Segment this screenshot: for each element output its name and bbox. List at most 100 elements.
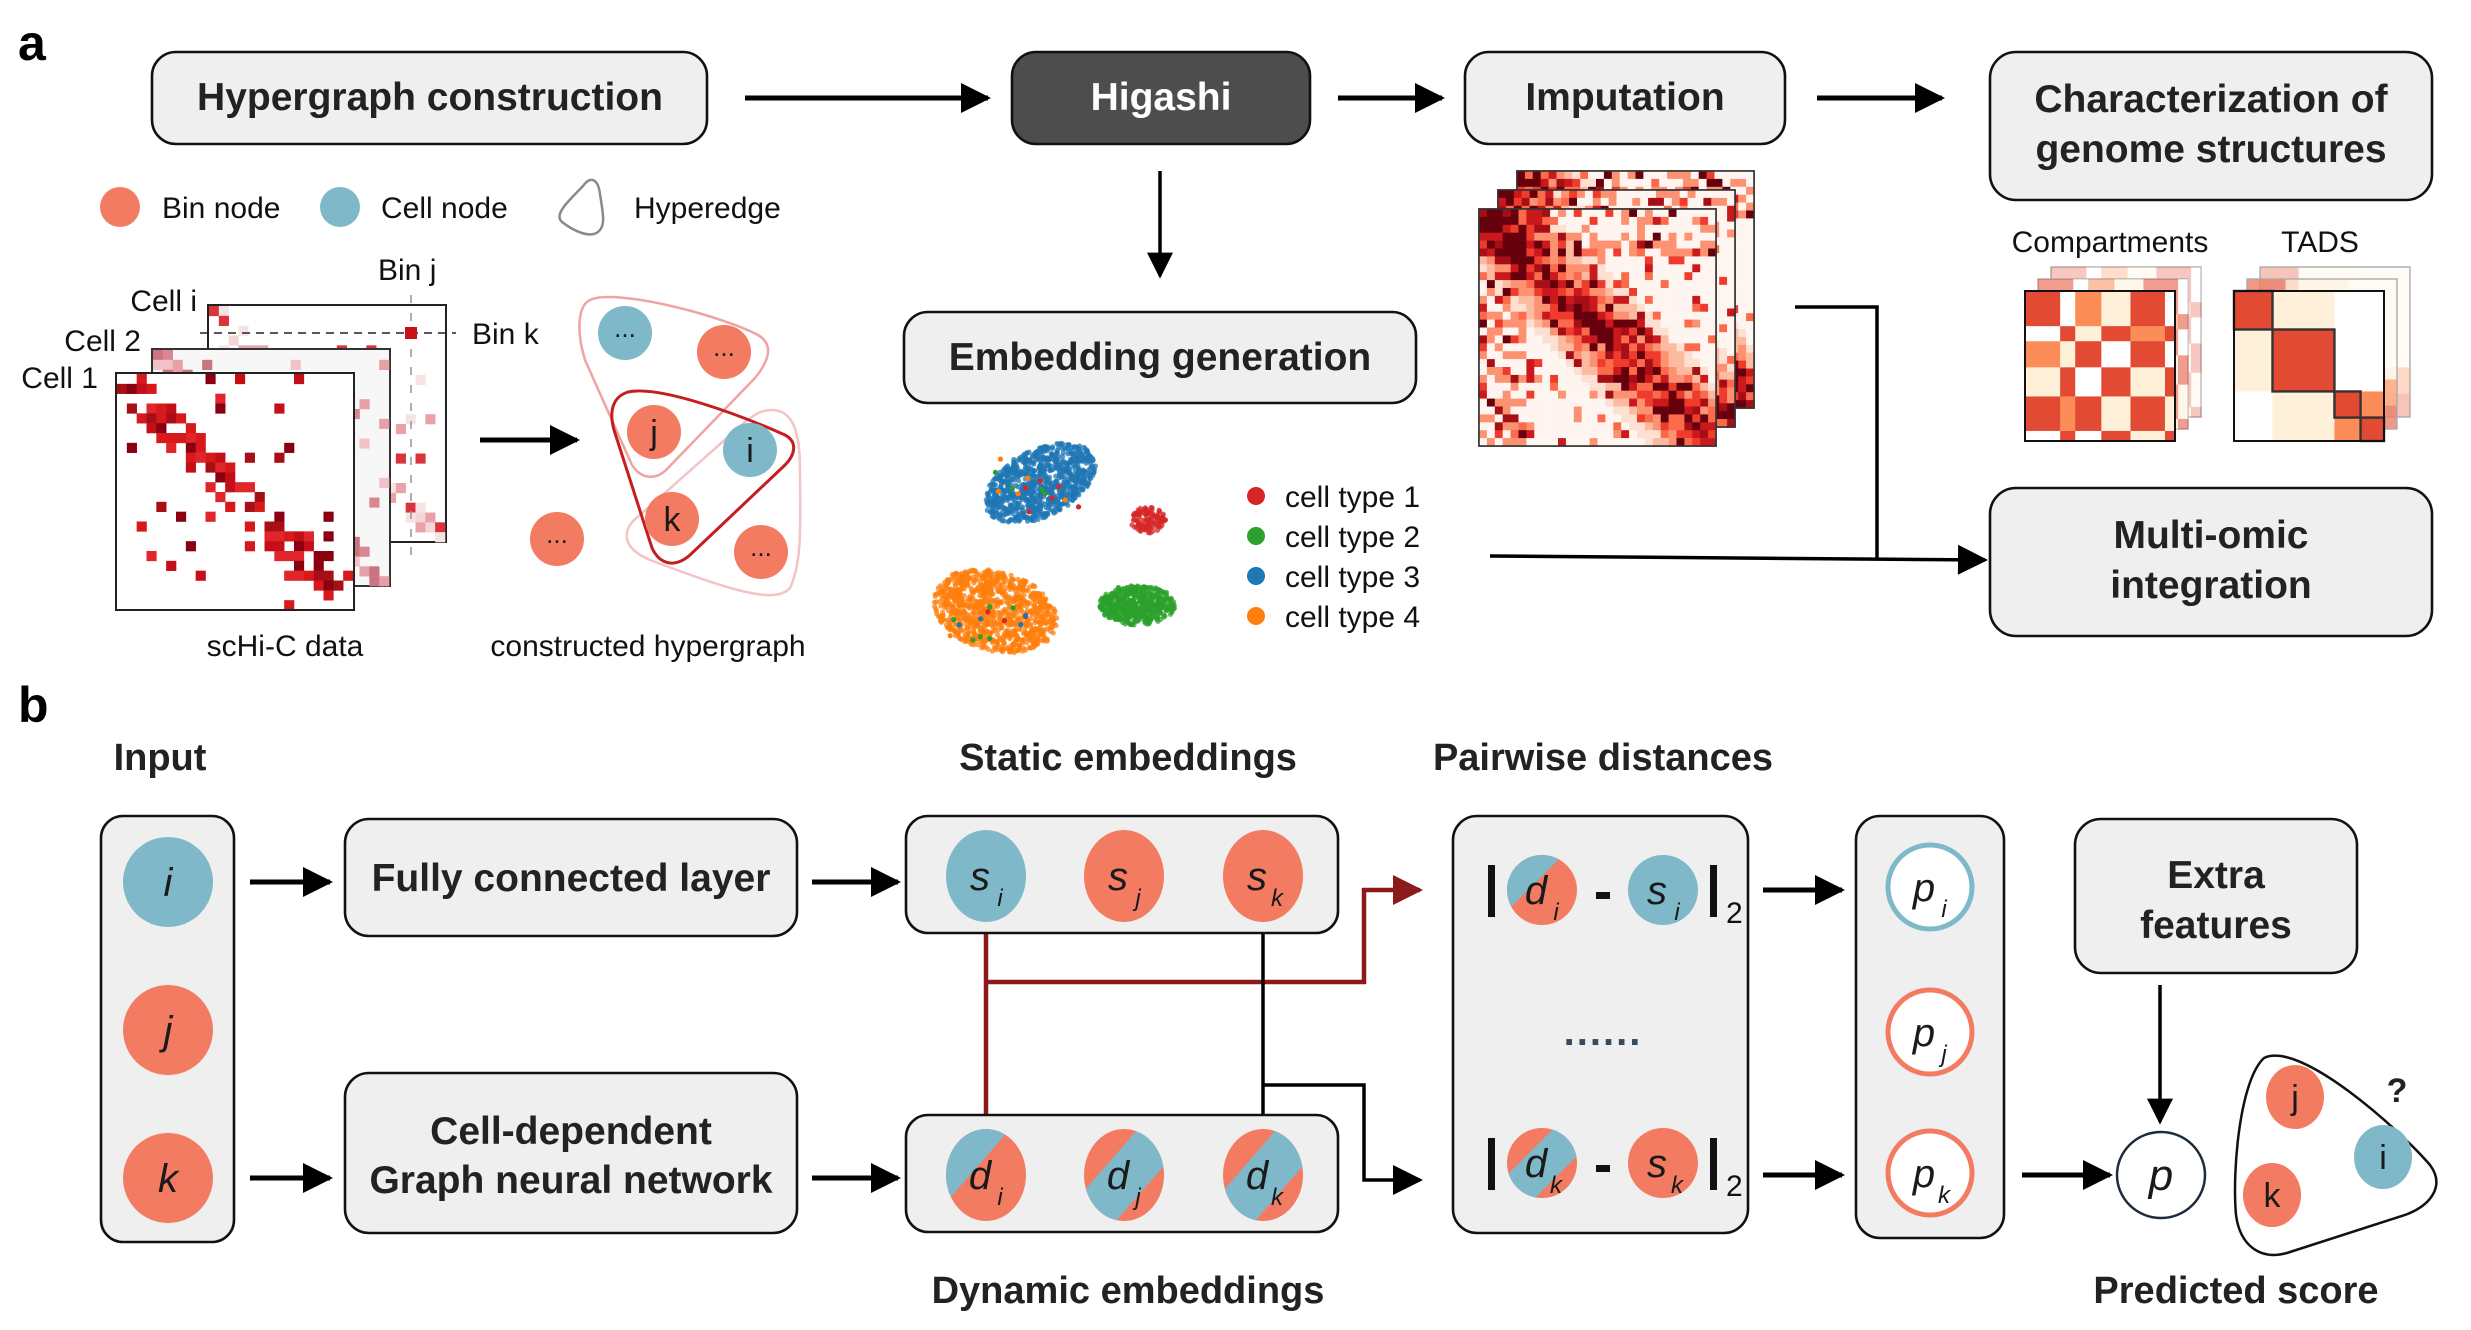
imputed-cell (1746, 265, 1755, 274)
imputed-cell (1550, 264, 1559, 273)
imputed-cell (1671, 190, 1680, 199)
imputed-cell (1581, 280, 1590, 289)
imputed-cell (1738, 194, 1747, 203)
contact-cell (274, 511, 285, 522)
scatter-point (1049, 614, 1055, 620)
imputed-cell (1730, 178, 1739, 188)
scatter-point (1031, 517, 1038, 524)
embedding-scatter-plot (931, 440, 1177, 656)
scatter-point (980, 610, 986, 616)
imputed-cell (1502, 264, 1511, 273)
imputed-cell (1597, 216, 1606, 226)
imputed-cell (1692, 280, 1701, 289)
imputed-cell (1518, 248, 1527, 257)
scatter-point (1005, 482, 1011, 488)
imputed-cell (1711, 190, 1720, 199)
imputed-cell (1486, 272, 1496, 281)
imputed-cell (1660, 232, 1669, 241)
scatter-point (994, 632, 1001, 638)
imputed-cell (1719, 276, 1728, 286)
imputed-cell (1616, 197, 1625, 207)
scatter-point (1016, 518, 1022, 524)
scatter-point (1080, 467, 1086, 473)
scatter-point (942, 601, 948, 607)
imputed-cell (1534, 209, 1543, 218)
imputed-cell (1589, 264, 1598, 273)
imputed-cell (1738, 281, 1747, 290)
contact-cell (146, 413, 157, 424)
contact-cell (172, 359, 183, 370)
contact-cell (274, 403, 285, 414)
scatter-point (1009, 490, 1015, 497)
cell-type-dot-icon (1247, 527, 1265, 545)
imputed-cell (1613, 240, 1622, 249)
imputed-cell (1700, 264, 1709, 273)
scatter-point (1056, 483, 1062, 490)
contact-cell (162, 350, 173, 361)
scatter-point (1141, 611, 1148, 617)
scatter-point (1000, 498, 1006, 504)
imputed-cell (1624, 197, 1633, 207)
imputed-cell (1486, 240, 1496, 249)
scatter-point (993, 579, 999, 585)
scatter-point (1053, 622, 1059, 628)
cell-type-label: cell type 4 (1285, 601, 1420, 634)
scatter-point (964, 638, 970, 644)
scatter-point (1130, 512, 1137, 518)
imputed-cell (1722, 171, 1731, 180)
imputed-cell (1643, 171, 1652, 180)
contact-cell (195, 452, 206, 463)
imputed-cell (1644, 256, 1654, 265)
cell-type-dot-icon (1247, 487, 1265, 505)
contact-cell (202, 359, 213, 370)
scatter-point (1042, 491, 1048, 497)
imputed-cell (1524, 171, 1534, 180)
imputed-cell (1738, 360, 1747, 369)
imputed-cell (1703, 197, 1712, 207)
scatter-point (1124, 592, 1130, 598)
imputed-cell (1695, 190, 1704, 199)
cell-type-dot-icon (1247, 607, 1265, 625)
imputed-cell (1635, 171, 1644, 180)
imputed-cell (1510, 256, 1519, 265)
contact-cell (323, 511, 334, 522)
contact-cell (166, 413, 177, 424)
scatter-point (971, 628, 977, 634)
imputed-cell (1517, 178, 1526, 188)
imputed-cell (1682, 171, 1692, 180)
scatter-point (1157, 616, 1164, 622)
contact-cell (284, 442, 295, 453)
imputed-cell (1526, 216, 1535, 226)
imputed-cell (1648, 190, 1657, 199)
imputed-cell (1644, 216, 1654, 226)
scatter-point (953, 577, 959, 583)
scatter-point (1044, 603, 1051, 610)
imputed-cell (1629, 216, 1638, 226)
imputed-cell (1629, 248, 1638, 257)
contact-cell (343, 570, 354, 581)
scatter-point (934, 591, 940, 597)
imputed-cell (1553, 197, 1562, 207)
imputed-cell (1556, 171, 1565, 180)
scatter-point (1031, 481, 1037, 487)
imputed-cell (1627, 171, 1636, 180)
imputed-cell (1624, 190, 1633, 199)
imputed-cell (1719, 348, 1728, 357)
imputed-cell (1502, 216, 1511, 226)
cell-1-matrix-cells (115, 372, 355, 611)
imputed-cell (1727, 229, 1736, 238)
imputed-cell (1558, 280, 1567, 289)
contact-cell (215, 452, 226, 463)
scatter-point (1039, 444, 1046, 450)
bin-k-label: Bin k (472, 318, 540, 351)
contact-cell (185, 433, 196, 444)
imputed-cell (1573, 209, 1582, 218)
imputed-cell (1719, 205, 1728, 214)
imputed-cell (1727, 379, 1736, 388)
imputed-cell (1644, 240, 1654, 249)
higashi-label: Higashi (1091, 76, 1232, 119)
scatter-point (1015, 491, 1021, 497)
scatter-point (1141, 584, 1147, 590)
contact-cell (146, 403, 157, 414)
imputed-cell (1561, 190, 1570, 199)
